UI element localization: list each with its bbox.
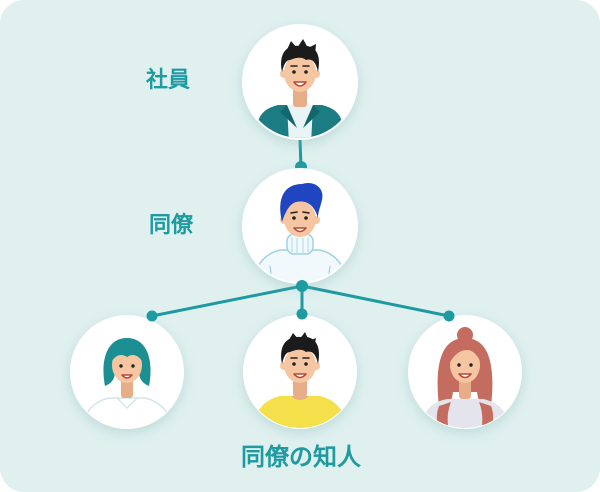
mouth: [121, 374, 133, 379]
blouse-collar: [116, 397, 138, 410]
connector-to-right: [300, 284, 451, 318]
eye-right: [304, 362, 308, 366]
mouth: [293, 227, 307, 233]
hair: [280, 182, 323, 222]
connector-dot-middle: [296, 308, 308, 320]
face: [450, 347, 480, 383]
eye-left: [292, 362, 296, 366]
face: [284, 54, 316, 92]
shirt: [287, 105, 313, 138]
lapel-left: [280, 105, 297, 128]
level-label-colleague: 同僚: [149, 212, 194, 238]
eye-left: [292, 70, 296, 74]
mouth: [458, 373, 472, 379]
face: [112, 347, 142, 383]
connector-dot-right: [443, 310, 455, 322]
collar-ribbing: [291, 238, 309, 253]
eye-left: [292, 216, 296, 220]
neckline: [291, 396, 309, 400]
face: [284, 347, 316, 383]
hair-spikes: [285, 39, 316, 56]
neck: [293, 378, 307, 397]
face: [284, 201, 316, 237]
eye-right: [304, 70, 308, 74]
node-acquaintance-left: [70, 315, 184, 429]
mouth: [293, 373, 307, 379]
neck: [121, 378, 133, 398]
node-acquaintance-right: [408, 315, 522, 429]
hair-bun: [457, 327, 473, 343]
level-label-acquaintances: 同僚の知人: [241, 443, 361, 471]
neck: [459, 378, 471, 399]
hair-fringe: [110, 343, 145, 364]
connector-to-left: [150, 284, 304, 318]
connector-dot-left: [146, 310, 158, 322]
level-label-employee: 社員: [146, 67, 190, 93]
node-employee: [242, 24, 358, 140]
brow-left: [290, 211, 298, 214]
eye-right: [469, 363, 473, 367]
hair-spikes: [286, 332, 316, 348]
mouth: [293, 81, 307, 87]
hair-fringe: [448, 342, 483, 366]
eye-left: [119, 364, 123, 368]
lapel-right: [303, 105, 320, 128]
eye-left: [457, 363, 461, 367]
node-colleague: [242, 168, 358, 284]
eye-right: [131, 364, 135, 368]
man-blue-hair-turtleneck-avatar: [251, 182, 349, 282]
brow-right: [302, 211, 310, 214]
eye-right: [304, 216, 308, 220]
connector-dot-branch: [296, 280, 308, 292]
